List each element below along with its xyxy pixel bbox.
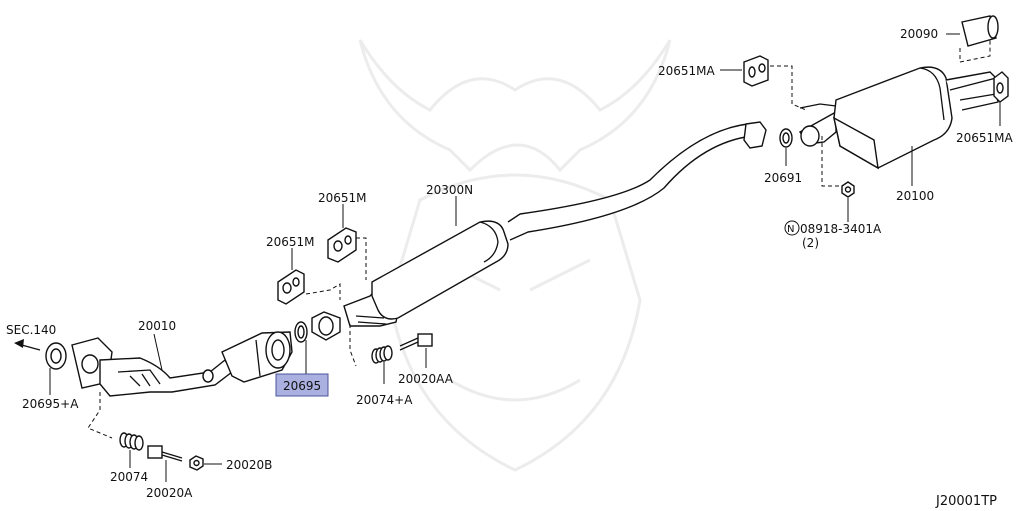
label-20691: 20691: [764, 171, 802, 185]
spring-20074a[interactable]: [371, 345, 393, 364]
label-08918-qty: (2): [802, 236, 819, 250]
seal-ring-20691[interactable]: [779, 128, 793, 148]
label-20695[interactable]: 20695: [283, 379, 321, 393]
label-20300n: 20300N: [426, 183, 473, 197]
n-prefix-circle: [784, 220, 800, 236]
front-tube-20010[interactable]: [71, 337, 233, 397]
label-20695a: 20695+A: [22, 397, 79, 411]
label-20074: 20074: [110, 470, 148, 484]
diagram-code: J20001TP: [935, 494, 997, 509]
mount-20651ma-left[interactable]: [743, 55, 769, 87]
label-20090: 20090: [900, 27, 938, 41]
gasket-20695[interactable]: [294, 321, 308, 343]
spring-20074[interactable]: [119, 432, 144, 451]
main-muffler-20100[interactable]: [798, 66, 999, 170]
label-20651ma-a: 20651MA: [658, 64, 716, 78]
label-20651ma-b: 20651MA: [956, 131, 1014, 145]
label-08918-3401a: 08918-3401A: [800, 222, 882, 236]
label-20695-highlight: [275, 373, 329, 397]
mount-20651m-left[interactable]: [277, 269, 305, 305]
sec140-arrow: [14, 339, 41, 351]
center-muffler-20300n[interactable]: [343, 121, 767, 327]
bolt-20020aa[interactable]: [399, 333, 433, 351]
label-20020aa: 20020AA: [398, 372, 454, 386]
tail-tip-20090[interactable]: [961, 15, 999, 47]
nut-08918-3401a[interactable]: [841, 181, 855, 198]
mount-20651m-right[interactable]: [327, 227, 357, 263]
gasket-20695a[interactable]: [45, 342, 67, 370]
label-20020b: 20020B: [226, 458, 272, 472]
center-flange[interactable]: [311, 311, 341, 341]
label-20074a: 20074+A: [356, 393, 413, 407]
bolt-20020a[interactable]: [147, 445, 183, 462]
label-20651m-a: 20651M: [266, 235, 315, 249]
label-20651m-b: 20651M: [318, 191, 367, 205]
label-20020a: 20020A: [146, 486, 193, 500]
label-20100: 20100: [896, 189, 934, 203]
label-20010: 20010: [138, 319, 176, 333]
label-sec140: SEC.140: [6, 323, 56, 337]
catalytic-converter[interactable]: [221, 331, 293, 383]
mount-20651ma-right[interactable]: [993, 71, 1009, 103]
label-08918-prefix: N: [787, 224, 794, 235]
nut-20020b[interactable]: [189, 455, 204, 471]
